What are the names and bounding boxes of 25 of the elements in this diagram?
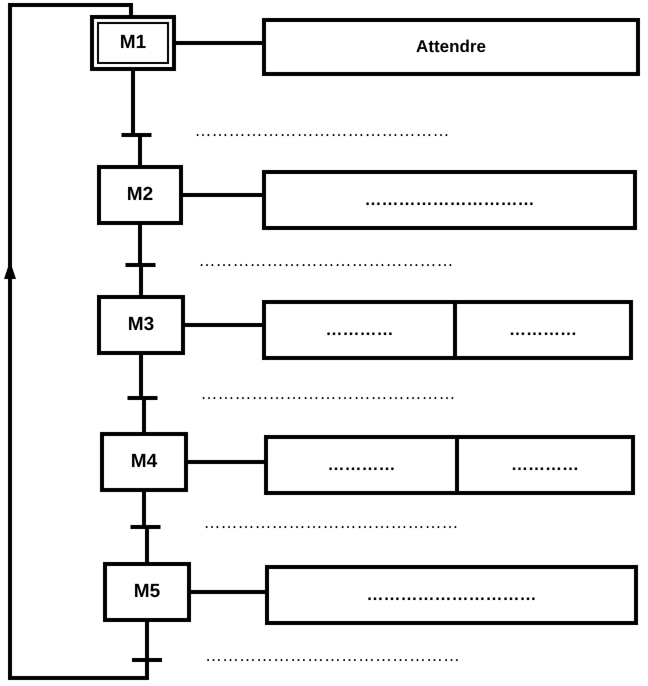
transition-condition: ………………………………………	[198, 251, 454, 271]
action-box	[262, 170, 637, 230]
step-label: M5	[134, 581, 160, 603]
action-text: …………………………	[366, 585, 536, 605]
initial-step-box	[90, 15, 176, 71]
action-text: …………	[511, 455, 579, 475]
step-box	[97, 295, 185, 355]
action-text: Attendre	[416, 37, 486, 57]
action-text: …………………………	[364, 190, 534, 210]
step-label: M2	[126, 184, 154, 206]
action-box	[265, 565, 638, 625]
step-box	[100, 432, 188, 492]
action-text: …………	[509, 320, 577, 340]
transition-condition: ………………………………………	[200, 384, 456, 404]
step-box	[97, 165, 183, 225]
transition-condition: ………………………………………	[204, 513, 458, 533]
transition-condition: ………………………………………	[194, 121, 450, 141]
step-label: M3	[128, 314, 154, 336]
action-text: …………	[326, 320, 394, 340]
action-box	[262, 18, 640, 76]
step-box	[103, 562, 191, 622]
transition-condition: ………………………………………	[205, 646, 460, 666]
action-text: …………	[328, 455, 396, 475]
step-label: M4	[130, 451, 158, 473]
step-label: M1	[120, 32, 146, 54]
